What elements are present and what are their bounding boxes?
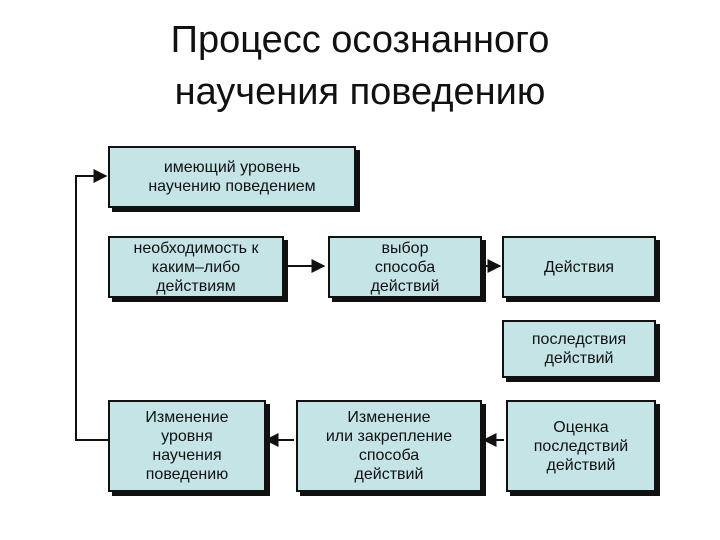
box-consequences: последствия действий	[502, 320, 656, 378]
box-actions-label: Действия	[543, 258, 615, 276]
box-current-level-label: имеющий уровень научению поведением	[148, 159, 316, 195]
box-choice: выбор способа действий	[328, 236, 482, 298]
title-line-1: Процесс осознанного	[170, 19, 550, 61]
box-choice-label: выбор способа действий	[370, 239, 440, 295]
box-change-method: Изменение или закрепление способа действ…	[296, 400, 482, 492]
box-evaluation: Оценка последствий действий	[506, 400, 656, 492]
box-actions: Действия	[502, 236, 656, 298]
page-title: Процесс осознанного научения поведению	[0, 14, 720, 118]
box-change-level-label: Изменение уровня научения поведению	[145, 409, 229, 483]
box-need-label: необходимость к каким–либо действиям	[133, 239, 259, 295]
box-evaluation-label: Оценка последствий действий	[533, 418, 629, 474]
box-current-level: имеющий уровень научению поведением	[108, 146, 356, 208]
title-line-2: научения поведению	[174, 71, 546, 113]
box-consequences-label: последствия действий	[531, 331, 627, 367]
box-change-method-label: Изменение или закрепление способа действ…	[325, 409, 453, 483]
arrow-feedback-loop	[75, 169, 110, 441]
box-change-level: Изменение уровня научения поведению	[108, 400, 266, 492]
box-need: необходимость к каким–либо действиям	[108, 236, 284, 298]
